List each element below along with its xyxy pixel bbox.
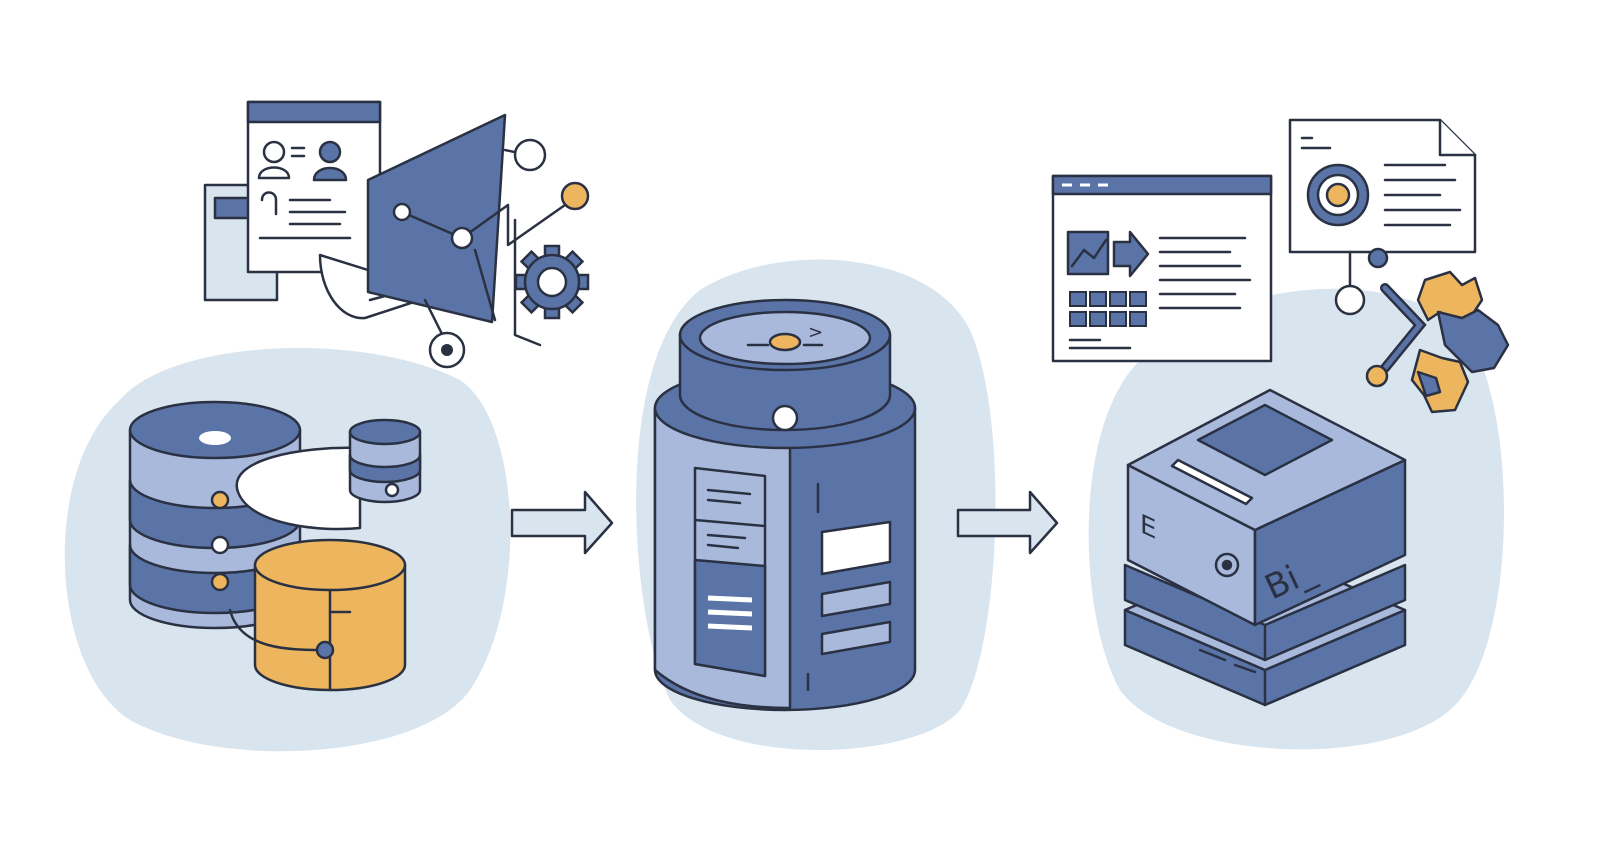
connector-lens [235, 446, 362, 531]
cylinder-icon [348, 418, 422, 504]
user-icon [312, 140, 348, 182]
bi-box-side-letter: E [1140, 509, 1156, 546]
puzzle-icon [1365, 270, 1510, 414]
user-icon [257, 140, 291, 180]
bi-box-icon: E Bi_ [1123, 388, 1407, 707]
network-node-icon [392, 138, 590, 369]
flow-arrow-2 [956, 490, 1059, 555]
terminal-icon: > [678, 298, 892, 432]
orange-storage-icon [228, 538, 407, 692]
dashboard-window-icon [1051, 174, 1273, 363]
terminal-prompt: > [808, 322, 823, 343]
flow-arrow-1 [510, 490, 614, 555]
funnel-panel [366, 113, 507, 324]
report-document-icon [1288, 118, 1477, 254]
target-icon [1306, 163, 1370, 227]
gear-icon [514, 244, 590, 320]
